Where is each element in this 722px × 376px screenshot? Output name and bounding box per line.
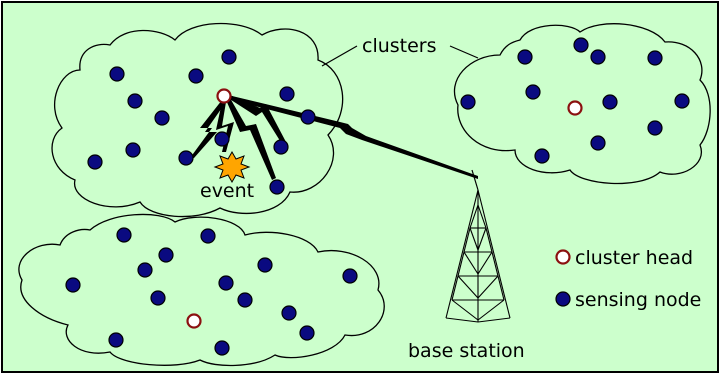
- sensing-node-icon: [137, 262, 153, 278]
- cluster-head-icon: [555, 249, 571, 265]
- clusters-callout-right: [449, 45, 479, 59]
- cluster-head-icon: [216, 88, 232, 104]
- sensing-node-icon: [178, 150, 194, 166]
- legend-cluster-head-label: cluster head: [575, 247, 693, 269]
- legend: cluster head sensing node: [555, 247, 701, 311]
- sensing-node-icon: [125, 142, 141, 158]
- sensing-node-icon: [534, 148, 550, 164]
- lightning-bolt-2: [216, 102, 234, 152]
- sensing-node-icon: [221, 49, 237, 65]
- sensing-node-icon: [237, 292, 253, 308]
- sensing-node-icon: [300, 109, 316, 125]
- sensing-node-icon: [109, 66, 125, 82]
- sensing-node-icon: [525, 84, 541, 100]
- sensing-node-icon: [108, 332, 124, 348]
- sensing-node-icon: [87, 154, 103, 170]
- sensing-node-icon: [573, 37, 589, 53]
- sensing-node-icon: [602, 94, 618, 110]
- link-to-tower: [471, 169, 479, 191]
- sensing-node-icon: [127, 93, 143, 109]
- sensing-node-icon: [218, 275, 234, 291]
- legend-sensing-node-label: sensing node: [575, 289, 701, 311]
- clusters-callout-left: [321, 45, 358, 67]
- wireless-link-icon: [232, 96, 478, 179]
- sensing-node-icon: [517, 49, 533, 65]
- base-station-tower-icon: [445, 189, 511, 323]
- cluster-head-icon: [186, 313, 202, 329]
- event-label: event: [200, 180, 254, 202]
- lightning-bolt-1: [190, 100, 226, 158]
- base-station-label: base station: [408, 340, 525, 362]
- sensing-node-icon: [257, 257, 273, 273]
- sensing-node-icon: [590, 135, 606, 151]
- sensing-node-icon: [674, 93, 690, 109]
- cluster-cloud-top-left: [51, 22, 344, 218]
- sensing-node-icon: [647, 120, 663, 136]
- event-icon: [213, 150, 251, 184]
- sensing-node-icon: [269, 179, 285, 195]
- sensing-node-icon: [65, 277, 81, 293]
- sensing-node-icon: [150, 290, 166, 306]
- sensing-node-icon: [158, 247, 174, 263]
- cluster-cloud-bottom-left: [18, 213, 385, 367]
- sensing-node-icon: [214, 131, 230, 147]
- sensing-nodes-top-left: [87, 49, 316, 195]
- sensing-node-icon: [342, 268, 358, 284]
- sensing-node-icon: [281, 305, 297, 321]
- sensing-node-icon: [200, 228, 216, 244]
- sensing-node-icon: [116, 227, 132, 243]
- sensing-node-icon: [647, 50, 663, 66]
- sensing-node-icon: [154, 110, 170, 126]
- lightning-bolt-4: [228, 95, 286, 144]
- cluster-head-icon: [567, 100, 583, 116]
- sensing-nodes-top-right: [460, 37, 690, 164]
- clusters-label: clusters: [362, 35, 437, 57]
- lightning-bolt-3: [226, 98, 276, 180]
- sensing-nodes-bottom-left: [65, 227, 358, 356]
- cluster-cloud-top-right: [453, 23, 711, 185]
- sensing-node-icon: [299, 325, 315, 341]
- sensing-node-icon: [279, 86, 295, 102]
- sensing-node-icon: [273, 139, 289, 155]
- sensing-node-icon: [214, 340, 230, 356]
- sensing-node-icon: [555, 291, 571, 307]
- sensing-node-icon: [590, 49, 606, 65]
- sensing-node-icon: [188, 68, 204, 84]
- sensing-node-icon: [460, 94, 476, 110]
